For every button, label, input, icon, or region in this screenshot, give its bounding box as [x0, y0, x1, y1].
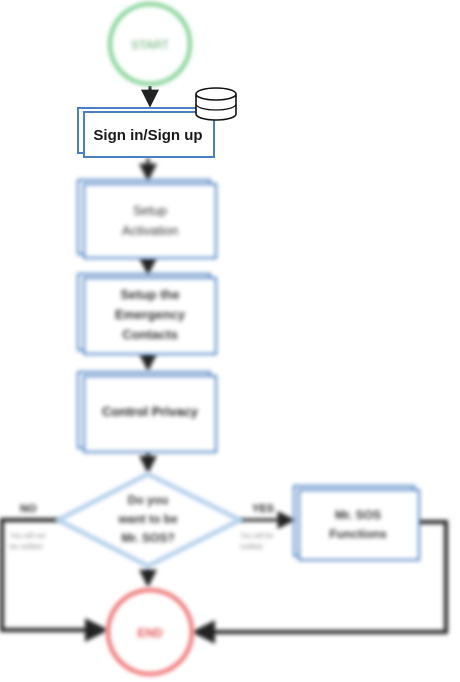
- emergency-line3: Contacts: [122, 327, 178, 342]
- decision-line1: Do you: [128, 493, 169, 507]
- emergency-node: Setup the Emergency Contacts: [77, 273, 217, 355]
- functions-line1: Mr. SOS: [335, 508, 381, 522]
- functions-node: Mr. SOS Functions: [293, 485, 420, 561]
- emergency-line2: Emergency: [115, 307, 186, 322]
- signin-label: Sign in/Sign up: [93, 127, 202, 144]
- privacy-node: Control Privacy: [77, 371, 217, 453]
- decision-line2: want to be: [117, 512, 178, 526]
- functions-line2: Functions: [329, 527, 387, 541]
- no-branch: NO You will not be notified: [10, 503, 45, 551]
- end-node: END: [106, 588, 194, 676]
- connectors: [0, 86, 448, 644]
- edge-no: [0, 518, 109, 642]
- yes-note2: notified: [240, 544, 263, 551]
- edge-functions-end: [191, 520, 448, 644]
- database-icon: [195, 87, 237, 121]
- decision-node: Do you want to be Mr. SOS?: [53, 471, 245, 569]
- decision-line3: Mr. SOS?: [121, 531, 174, 545]
- end-label: END: [137, 626, 163, 640]
- no-note2: be notified: [10, 544, 42, 551]
- yes-label: YES: [252, 503, 274, 515]
- emergency-line1: Setup the: [120, 287, 179, 302]
- no-note1: You will not: [10, 533, 45, 540]
- yes-note1: You will be: [240, 533, 273, 540]
- signin-node: Sign in/Sign up: [77, 107, 215, 158]
- start-node: START: [108, 2, 192, 86]
- no-label: NO: [20, 503, 37, 515]
- start-label: START: [131, 38, 170, 52]
- activation-node: Setup Activation: [77, 179, 217, 259]
- privacy-label: Control Privacy: [102, 404, 199, 419]
- yes-branch: YES You will be notified: [240, 503, 274, 551]
- activation-line1: Setup: [133, 203, 167, 218]
- activation-line2: Activation: [122, 223, 178, 238]
